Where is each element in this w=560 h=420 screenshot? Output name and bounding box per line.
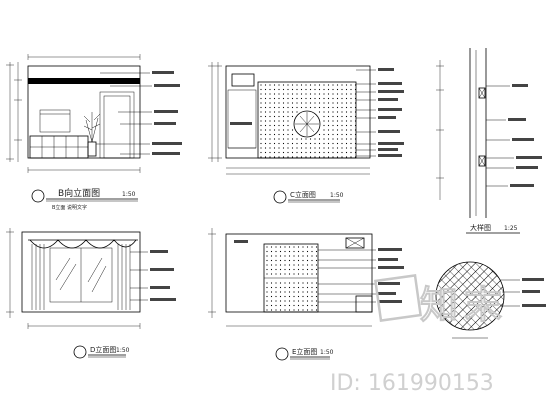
- watermark-logo-text: 知末: [420, 283, 508, 327]
- watermark: 知末 ID: 161990153: [330, 273, 508, 396]
- dotted-panel: [260, 84, 357, 158]
- view-2-scale: 1:50: [330, 192, 344, 199]
- view-3-title: D立面图: [90, 345, 116, 354]
- detail-scale: 1:25: [504, 225, 518, 232]
- elevation-view-4: E立面图 1:50: [208, 228, 404, 361]
- section-detail: 大样图 1:25: [436, 48, 542, 234]
- watermark-id: ID: 161990153: [330, 371, 494, 396]
- view-1-scale: 1:50: [122, 191, 136, 198]
- elevation-view-1: B向立面图 1:50 B立面 说明文字: [6, 54, 182, 211]
- view-3-scale: 1:50: [116, 347, 130, 354]
- view-1-title: B向立面图: [58, 187, 100, 199]
- dotted-panel-2: [266, 246, 318, 311]
- view-4-scale: 1:50: [320, 349, 334, 356]
- view-4-title: E立面图: [292, 347, 317, 356]
- view-2-title: C立面图: [290, 190, 316, 199]
- elevation-view-3: D立面图 1:50: [6, 228, 176, 359]
- circular-hatch-detail: [435, 261, 546, 339]
- view-1-note: B立面 说明文字: [52, 204, 87, 211]
- elevation-view-2: C立面图 1:50: [208, 62, 404, 204]
- detail-title: 大样图: [470, 223, 491, 232]
